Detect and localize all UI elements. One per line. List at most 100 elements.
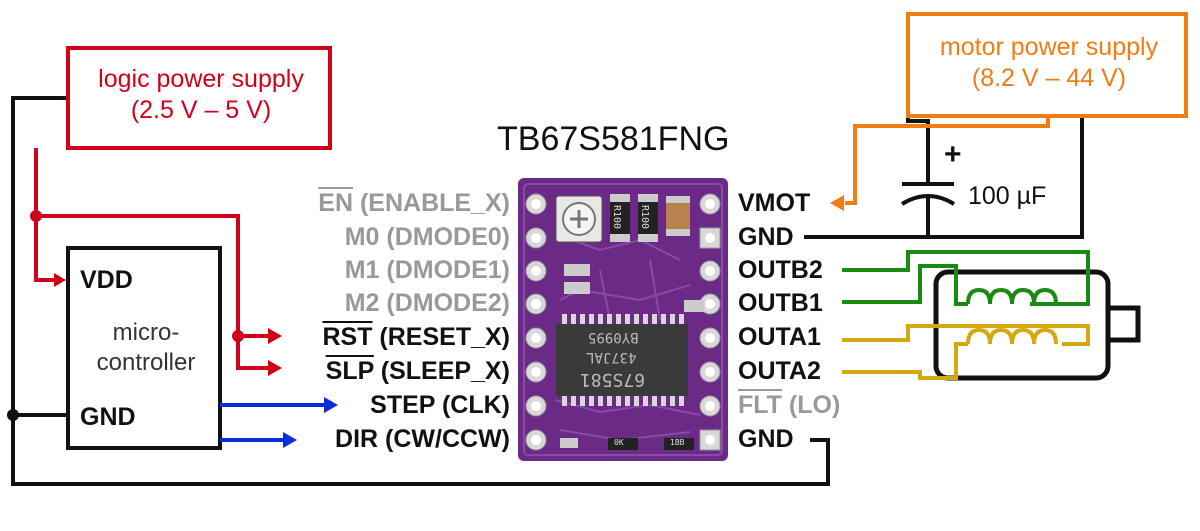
right-pin-label-6: FLT (LO) xyxy=(738,393,840,418)
chip-marking-1: BY0995 xyxy=(588,329,639,345)
motor-supply-label: motor power supply (8.2 V – 44 V) xyxy=(908,32,1190,95)
left-pin-text-3: M2 (DMODE2) xyxy=(344,289,510,317)
left-pin-text-1: M0 (DMODE0) xyxy=(344,223,510,251)
ic-leg xyxy=(616,314,621,324)
left-pin-overline-4: RST xyxy=(322,323,373,351)
pin-hole-center xyxy=(531,299,541,309)
slp-arrowhead xyxy=(268,360,282,376)
motor-supply-line1: motor power supply xyxy=(939,33,1159,61)
ic-leg xyxy=(616,396,621,406)
ic-leg xyxy=(589,396,594,406)
mcu-vdd-label: VDD xyxy=(80,266,133,294)
ic-leg xyxy=(562,314,567,324)
left-pin-label-6: STEP (CLK) xyxy=(370,393,510,418)
chip-marking-3: 67S581 xyxy=(580,369,646,390)
logic-supply-label: logic power supply (2.5 V – 5 V) xyxy=(68,64,334,127)
right-pin-text-1: GND xyxy=(738,223,794,251)
pin-hole-center xyxy=(531,435,541,445)
ic-leg xyxy=(625,396,630,406)
ground-wires xyxy=(11,96,1084,486)
motor-supply-box xyxy=(906,12,1188,118)
ic-leg xyxy=(652,314,657,324)
ic-leg xyxy=(634,314,639,324)
ic-leg xyxy=(643,396,648,406)
right-pin-label-4: OUTA1 xyxy=(738,325,821,350)
step-arrowhead xyxy=(324,397,338,413)
logic-junction-1 xyxy=(30,210,42,222)
coil-b-wires xyxy=(842,250,1090,306)
mcu-label-line2: controller xyxy=(96,349,196,376)
right-pin-text-0: VMOT xyxy=(738,189,811,217)
chip-title: TB67S581FNG xyxy=(497,120,730,158)
ic-leg xyxy=(670,314,675,324)
ic-leg xyxy=(589,314,594,324)
pin-hole-center xyxy=(705,299,715,309)
left-pin-overline-0: EN xyxy=(318,189,354,217)
ic-leg xyxy=(679,396,684,406)
driver-board xyxy=(518,178,728,461)
right-pin-label-7: GND xyxy=(738,427,794,452)
pin-hole-center xyxy=(531,367,541,377)
mcu-label: micro- controller xyxy=(68,318,224,378)
chip-marking-2: 437JAL xyxy=(586,349,637,365)
ic-leg xyxy=(571,396,576,406)
vdd-arrowhead xyxy=(54,273,66,287)
ic-leg xyxy=(598,396,603,406)
left-pin-text-7: DIR (CW/CCW) xyxy=(335,425,510,453)
ic-leg xyxy=(580,314,585,324)
mcu-label-line1: micro- xyxy=(112,319,180,346)
ic-leg xyxy=(670,396,675,406)
coil-a-wires xyxy=(842,324,1090,380)
left-pin-text-5: (SLEEP_X) xyxy=(373,357,510,385)
dir-arrowhead xyxy=(283,432,297,448)
ic-leg xyxy=(634,396,639,406)
pin-hole-center xyxy=(531,233,541,243)
small-marking-2: 1BB xyxy=(670,438,685,447)
pin-hole-center xyxy=(705,333,715,343)
capacitor-symbol xyxy=(900,182,956,206)
small-marking-1: 0K xyxy=(614,438,624,447)
logic-supply-line1: logic power supply xyxy=(98,65,304,93)
pin-hole-center xyxy=(705,435,715,445)
left-pin-text-6: STEP (CLK) xyxy=(370,391,510,419)
pin-hole-center xyxy=(531,333,541,343)
pin-hole-center xyxy=(531,266,541,276)
right-pin-text-6: (LO) xyxy=(781,391,841,419)
vmot-arrowhead xyxy=(830,195,844,211)
vmot-wire xyxy=(845,116,1050,205)
pin-hole-center xyxy=(705,199,715,209)
pin-holes-right xyxy=(699,193,721,451)
ic-leg xyxy=(562,396,567,406)
rst-arrowhead xyxy=(268,328,282,344)
right-pin-text-4: OUTA1 xyxy=(738,323,821,351)
left-pin-label-7: DIR (CW/CCW) xyxy=(335,427,510,452)
signal-wires xyxy=(220,403,326,442)
pin-holes-left xyxy=(525,193,547,451)
mcu-gnd-label: GND xyxy=(80,403,136,431)
left-pin-label-4: RST (RESET_X) xyxy=(322,325,510,350)
microcontroller-box xyxy=(66,246,222,450)
ic-leg xyxy=(580,396,585,406)
right-pin-text-5: OUTA2 xyxy=(738,357,821,385)
pin-hole-center xyxy=(705,367,715,377)
capacitor-value: 100 µF xyxy=(968,182,1047,210)
left-pin-label-3: M2 (DMODE2) xyxy=(345,291,510,316)
left-pin-label-2: M1 (DMODE1) xyxy=(345,258,510,283)
ic-leg xyxy=(643,314,648,324)
right-pin-label-2: OUTB2 xyxy=(738,258,823,283)
left-pin-text-4: (RESET_X) xyxy=(372,323,510,351)
ic-leg xyxy=(652,396,657,406)
logic-supply-box xyxy=(66,46,332,150)
ic-leg xyxy=(598,314,603,324)
left-pin-label-1: M0 (DMODE0) xyxy=(345,225,510,250)
ic-leg xyxy=(607,314,612,324)
right-pin-text-3: OUTB1 xyxy=(738,289,823,317)
left-pin-text-0: (ENABLE_X) xyxy=(353,189,510,217)
ic-leg xyxy=(679,314,684,324)
resistor-marking-1: R100 xyxy=(611,204,623,230)
ic-leg xyxy=(625,314,630,324)
right-pin-label-0: VMOT xyxy=(738,191,810,216)
right-pin-text-7: GND xyxy=(738,425,794,453)
left-pin-label-0: EN (ENABLE_X) xyxy=(318,191,510,216)
